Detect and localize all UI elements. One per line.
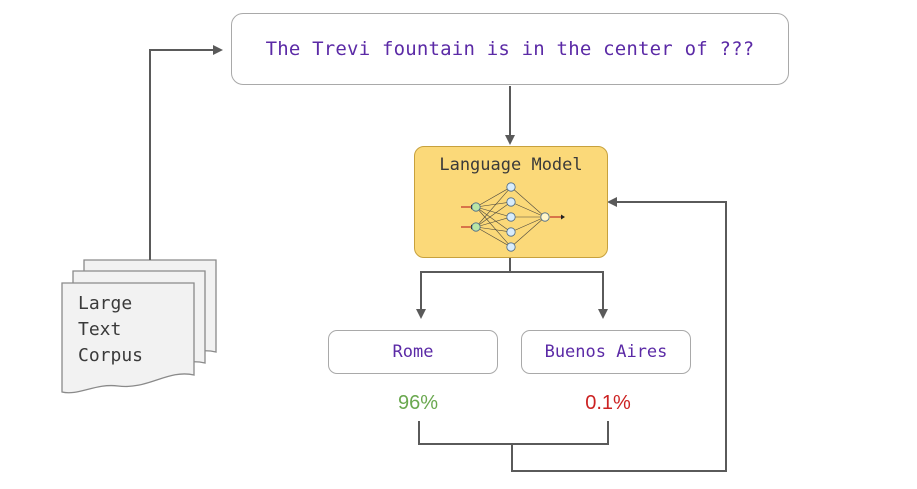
query-text: The Trevi fountain is in the center of ?… (265, 38, 755, 60)
option-box-rome: Rome (328, 330, 498, 374)
corpus-label-line-3: Corpus (78, 345, 144, 366)
feedback-line-bracket (418, 421, 609, 445)
corpus-label-line-2: Text (78, 319, 122, 340)
corpus-document-stack (61, 259, 217, 394)
language-model-box: Language Model (414, 146, 608, 258)
neural-network-icon (461, 182, 565, 252)
corpus-label: Large Text Corpus (78, 291, 143, 369)
arrow-corpus-to-query (149, 45, 223, 260)
corpus-label-line-1: Large (78, 293, 133, 314)
probability-rome: 96% (397, 392, 439, 414)
arrow-model-to-rome (416, 258, 511, 319)
probability-buenos-aires: 0.1% (585, 392, 631, 414)
option-label-buenos-aires: Buenos Aires (544, 342, 668, 362)
model-title: Language Model (439, 155, 583, 175)
option-label-rome: Rome (392, 342, 434, 362)
option-box-buenos-aires: Buenos Aires (521, 330, 691, 374)
arrow-model-to-buenos-aires (510, 271, 608, 319)
query-box: The Trevi fountain is in the center of ?… (231, 13, 789, 85)
arrow-feedback-to-model (511, 197, 727, 472)
